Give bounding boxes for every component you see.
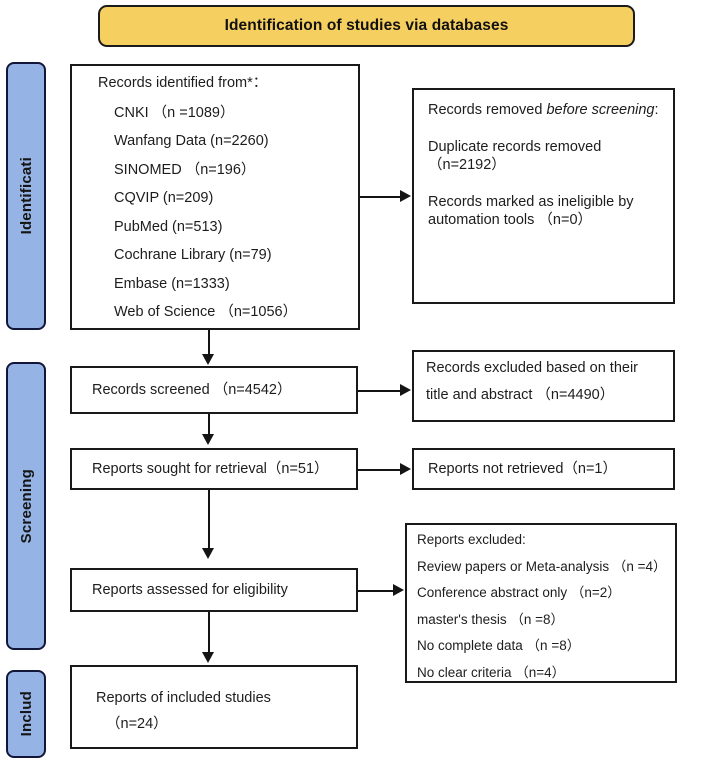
records-removed-heading-suffix: : bbox=[654, 102, 659, 118]
reports-sought-text: Reports sought for retrieval（n=51） bbox=[92, 460, 329, 477]
connector-sought-to-notretrieved-line bbox=[358, 469, 400, 471]
included-studies-label: Reports of included studies bbox=[96, 690, 271, 706]
records-removed-heading-prefix: Records removed bbox=[428, 102, 547, 118]
exclusion-reason-no-complete-data: No complete data （n =8） bbox=[417, 638, 581, 653]
records-excluded-line1: Records excluded based on their bbox=[426, 360, 638, 376]
connector-assessed-to-reportsexcluded-arrow bbox=[393, 584, 404, 596]
reports-assessed-text: Reports assessed for eligibility bbox=[92, 581, 288, 598]
connector-screened-to-sought-arrow bbox=[202, 434, 214, 445]
box-reports-not-retrieved: Reports not retrieved（n=1） bbox=[412, 448, 675, 490]
database-entry-wanfang: Wanfang Data (n=2260) bbox=[114, 133, 269, 149]
database-entry-cochrane: Cochrane Library (n=79) bbox=[114, 247, 272, 263]
records-removed-heading: Records removed before screening: bbox=[428, 103, 673, 118]
connector-identified-to-removed-line bbox=[360, 196, 400, 198]
database-entry-web-of-science: Web of Science （n=1056） bbox=[114, 304, 298, 320]
records-excluded-line2: title and abstract （n=4490） bbox=[426, 386, 615, 403]
connector-sought-to-assessed-arrow bbox=[202, 548, 214, 559]
box-records-screened: Records screened （n=4542） bbox=[70, 366, 358, 414]
exclusion-reason-conference-abstract: Conference abstract only （n=2） bbox=[417, 585, 621, 600]
box-records-excluded: Records excluded based on their title an… bbox=[412, 350, 675, 422]
exclusion-reason-no-clear-criteria: No clear criteria （n=4） bbox=[417, 664, 566, 680]
box-reports-assessed-for-eligibility: Reports assessed for eligibility bbox=[70, 568, 358, 612]
database-entry-cqvip: CQVIP (n=209) bbox=[114, 190, 214, 206]
duplicate-records-label: Duplicate records removed bbox=[428, 138, 602, 155]
reports-excluded-heading: Reports excluded: bbox=[417, 532, 526, 547]
connector-assessed-to-included-line bbox=[208, 612, 210, 652]
spacer-2 bbox=[428, 177, 673, 195]
stage-label-screening: Screening bbox=[6, 362, 46, 650]
included-studies-count: （n=24） bbox=[106, 715, 168, 732]
diagram-title-text: Identification of studies via databases bbox=[224, 17, 509, 34]
stage-label-included-text: Includ bbox=[17, 691, 35, 737]
records-identified-heading: Records identified from*： bbox=[98, 75, 268, 91]
spacer-1 bbox=[428, 122, 673, 140]
database-entry-cnki: CNKI （n =1089） bbox=[114, 104, 235, 121]
duplicate-records-count: （n=2192） bbox=[428, 157, 506, 173]
connector-identified-to-removed-arrow bbox=[400, 190, 411, 202]
automation-ineligible-label-line1: Records marked as ineligible by bbox=[428, 193, 634, 210]
stage-label-screening-text: Screening bbox=[17, 468, 35, 544]
connector-identified-to-screened-line bbox=[208, 330, 210, 354]
connector-identified-to-screened-arrow bbox=[202, 354, 214, 365]
database-entry-embase: Embase (n=1333) bbox=[114, 275, 230, 292]
stage-label-included: Includ bbox=[6, 670, 46, 758]
diagram-title-banner: Identification of studies via databases bbox=[98, 5, 635, 47]
connector-assessed-to-reportsexcluded-line bbox=[358, 590, 393, 592]
exclusion-reason-review-meta: Review papers or Meta-analysis （n =4） bbox=[417, 558, 667, 574]
stage-label-identification-text: Identificati bbox=[17, 157, 35, 235]
exclusion-reason-masters-thesis: master's thesis （n =8） bbox=[417, 611, 565, 627]
reports-not-retrieved-text: Reports not retrieved（n=1） bbox=[428, 460, 617, 477]
box-records-removed-before-screening: Records removed before screening: Duplic… bbox=[412, 88, 675, 304]
records-screened-text: Records screened （n=4542） bbox=[92, 381, 292, 398]
box-reports-of-included-studies: Reports of included studies （n=24） bbox=[70, 665, 358, 749]
records-removed-heading-italic: before screening bbox=[546, 102, 655, 118]
connector-screened-to-sought-line bbox=[208, 414, 210, 434]
automation-ineligible-label-line2: automation tools （n=0） bbox=[428, 212, 593, 228]
connector-sought-to-assessed-line bbox=[208, 490, 210, 548]
box-records-identified: Records identified from*： CNKI （n =1089）… bbox=[70, 64, 360, 330]
connector-sought-to-notretrieved-arrow bbox=[400, 463, 411, 475]
database-entry-sinomed: SINOMED （n=196） bbox=[114, 161, 256, 178]
connector-screened-to-excluded-arrow bbox=[400, 384, 411, 396]
database-entry-pubmed: PubMed (n=513) bbox=[114, 218, 223, 235]
stage-label-identification: Identificati bbox=[6, 62, 46, 330]
connector-screened-to-excluded-line bbox=[358, 390, 400, 392]
box-reports-sought-for-retrieval: Reports sought for retrieval（n=51） bbox=[70, 448, 358, 490]
box-reports-excluded-reasons: Reports excluded: Review papers or Meta-… bbox=[405, 523, 677, 683]
connector-assessed-to-included-arrow bbox=[202, 652, 214, 663]
